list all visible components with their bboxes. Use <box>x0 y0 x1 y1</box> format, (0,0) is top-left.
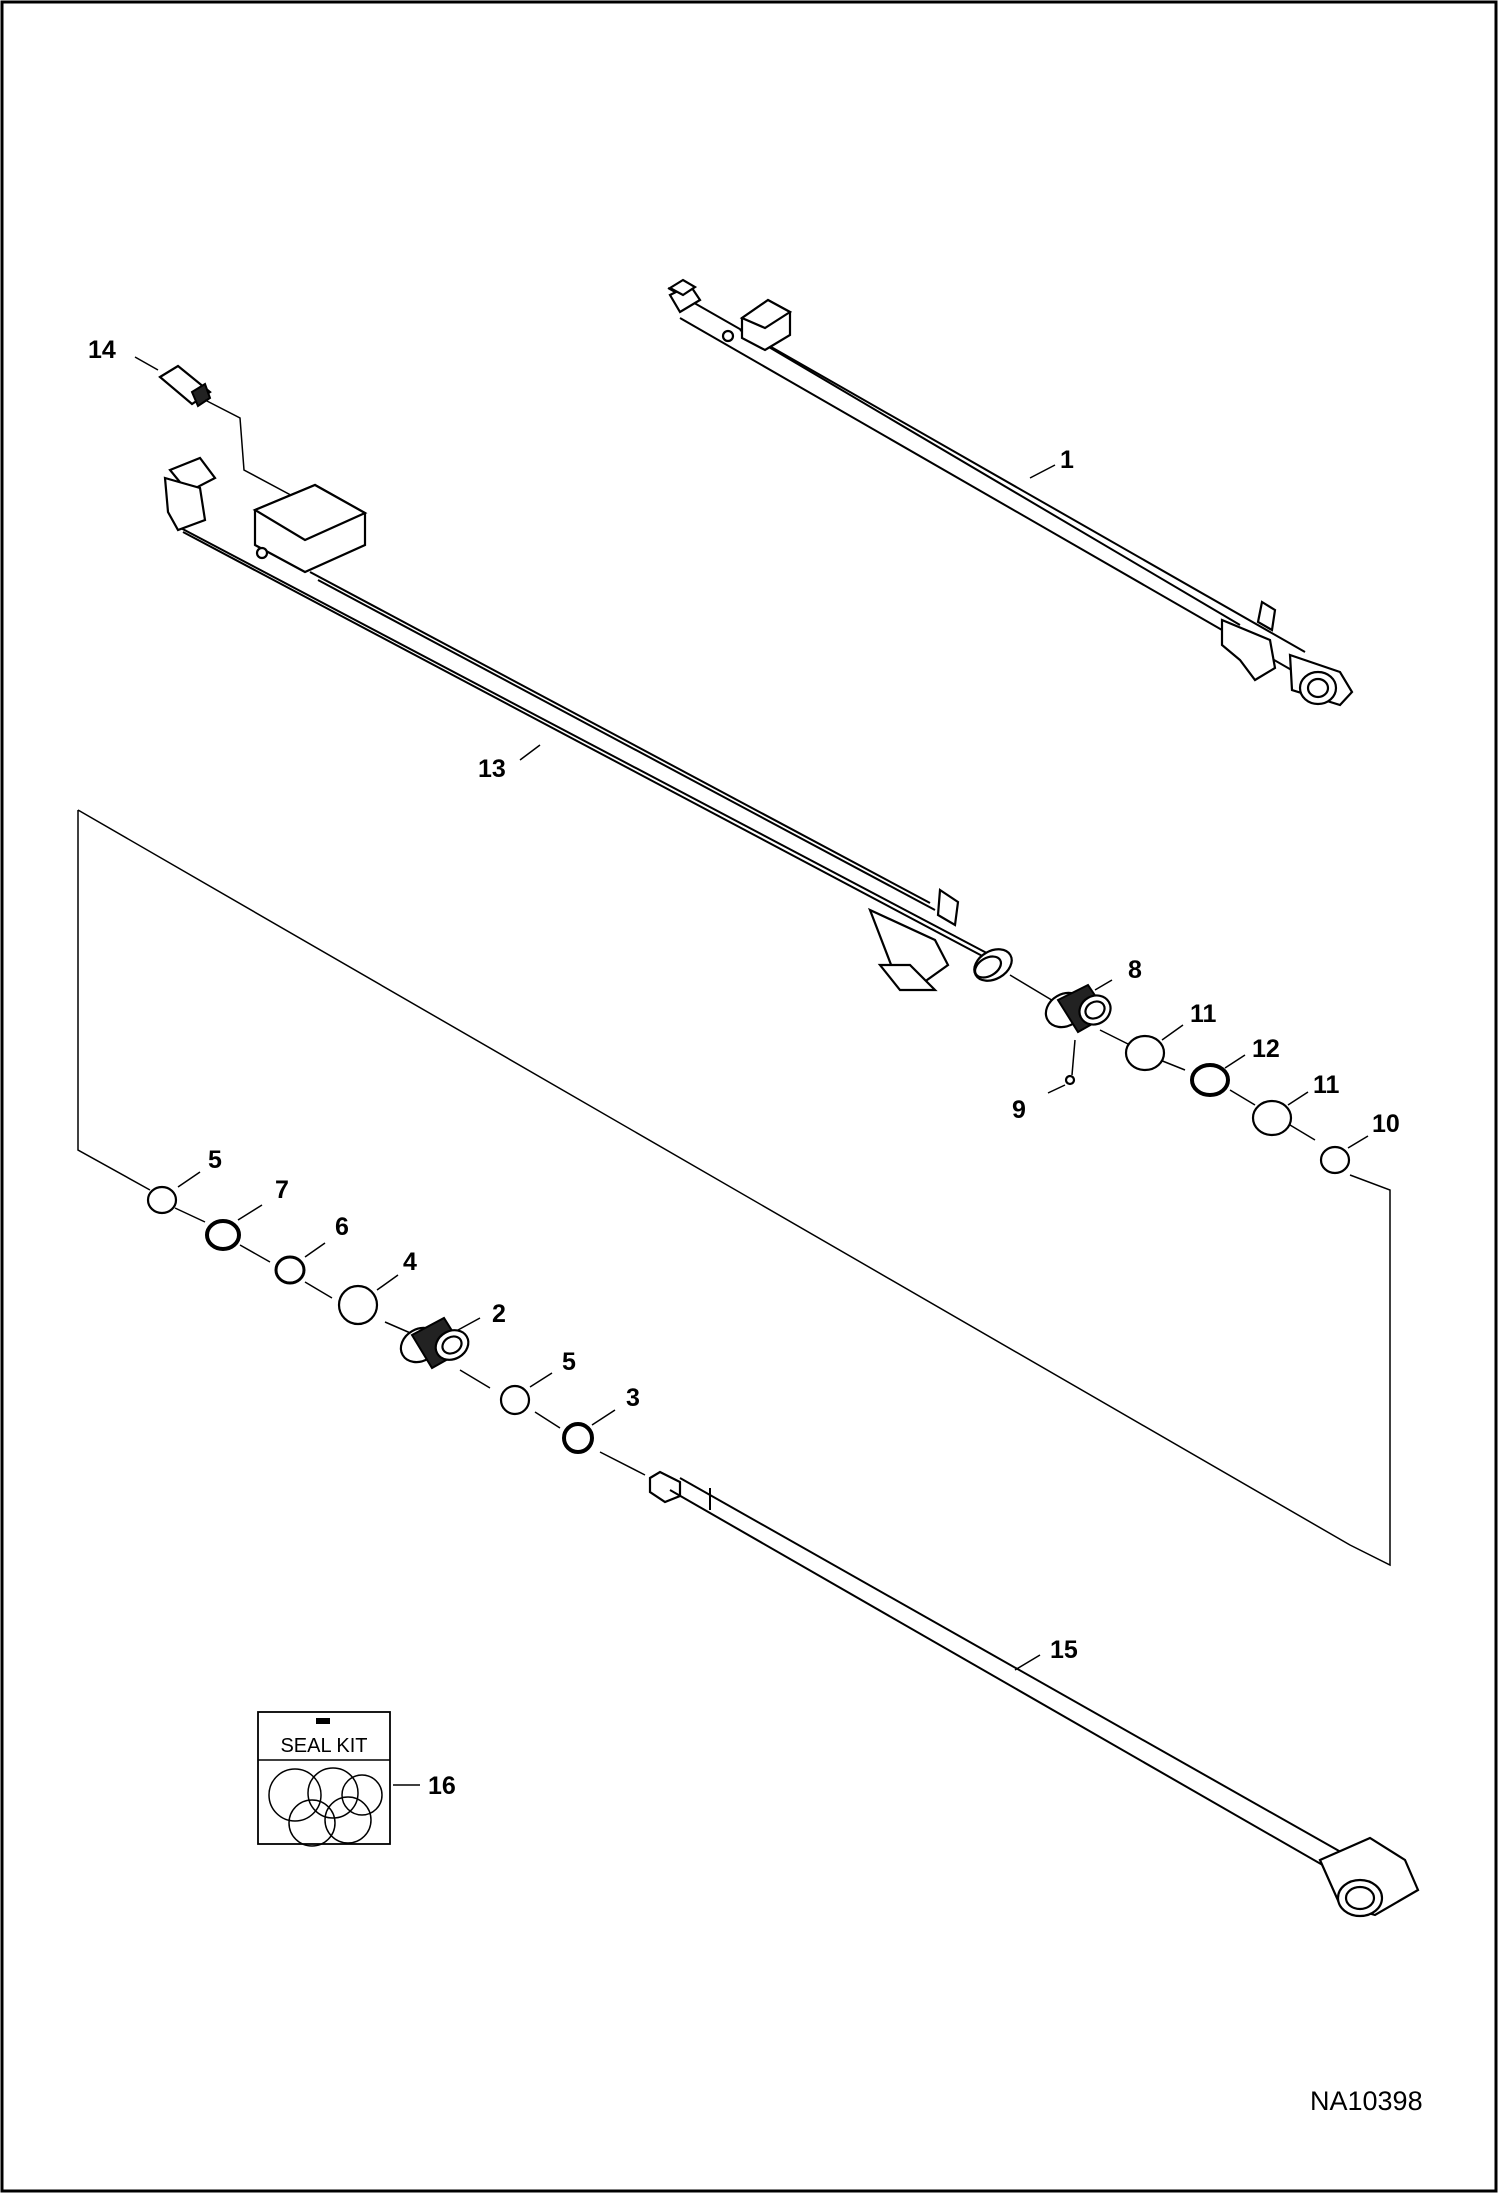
explode-line-12-11 <box>1229 1089 1256 1106</box>
explode-line-8-11 <box>1099 1029 1131 1046</box>
callout-6: 6 <box>335 1213 349 1241</box>
callout-8: 8 <box>1128 956 1142 984</box>
leader-8 <box>1094 979 1113 991</box>
head-gland-8 <box>1044 983 1112 1034</box>
explode-line-lower <box>174 1207 646 1476</box>
ring-5b <box>499 1384 531 1416</box>
ring-6 <box>274 1255 306 1285</box>
leader-4 <box>376 1274 399 1291</box>
cylinder-barrel-13 <box>163 456 1013 992</box>
leader-13 <box>519 744 541 761</box>
callout-3: 3 <box>626 1384 640 1412</box>
leader-3 <box>591 1409 616 1426</box>
callout-5b: 5 <box>562 1348 576 1376</box>
callout-10: 10 <box>1372 1110 1400 1138</box>
exploded-boundary <box>77 809 1391 1567</box>
callout-14: 14 <box>88 336 116 364</box>
ring-4 <box>337 1284 379 1326</box>
piston-2 <box>399 1316 470 1370</box>
leader-9 <box>1047 1084 1066 1094</box>
callout-9: 9 <box>1012 1096 1026 1124</box>
cylinder-assembly-1 <box>667 278 1354 707</box>
rod-15 <box>648 1470 1420 1918</box>
callout-2: 2 <box>492 1300 506 1328</box>
ball-9 <box>1064 1074 1076 1086</box>
callout-1: 1 <box>1060 446 1074 474</box>
leader-15 <box>1014 1654 1041 1671</box>
explode-line-11-10 <box>1289 1124 1316 1141</box>
leader-9b <box>1071 1039 1076 1076</box>
callout-13: 13 <box>478 755 506 783</box>
leader-7 <box>237 1204 263 1221</box>
callout-12: 12 <box>1252 1035 1280 1063</box>
callout-11b: 11 <box>1313 1071 1340 1099</box>
seal-3 <box>562 1422 594 1454</box>
callout-15: 15 <box>1050 1636 1078 1664</box>
fitting-14 <box>158 364 301 501</box>
leader-5a <box>177 1171 201 1188</box>
ring-10 <box>1319 1145 1351 1175</box>
explode-line-11-12 <box>1159 1059 1186 1071</box>
leader-12 <box>1224 1054 1246 1069</box>
callout-11a: 11 <box>1190 1000 1217 1028</box>
leader-6 <box>304 1242 326 1258</box>
seal-kit-16: SEAL KIT <box>257 1711 391 1847</box>
callout-5a: 5 <box>208 1146 222 1174</box>
leader-11a <box>1161 1024 1184 1041</box>
ring-11a <box>1124 1034 1166 1072</box>
ring-5a <box>146 1185 178 1215</box>
leader-5b <box>529 1372 553 1388</box>
drawing-id: NA10398 <box>1310 2086 1423 2116</box>
seal-kit-label: SEAL KIT <box>280 1735 367 1757</box>
seal-7 <box>205 1219 241 1251</box>
leader-14 <box>134 356 159 371</box>
leader-2 <box>457 1317 481 1331</box>
callout-16: 16 <box>428 1772 456 1800</box>
ring-11b <box>1251 1099 1293 1137</box>
leader-11b <box>1287 1091 1309 1106</box>
callout-7: 7 <box>275 1176 289 1204</box>
callout-4: 4 <box>403 1248 417 1276</box>
seal-12 <box>1190 1063 1230 1097</box>
leader-10 <box>1347 1135 1369 1149</box>
leader-1 <box>1029 464 1056 479</box>
